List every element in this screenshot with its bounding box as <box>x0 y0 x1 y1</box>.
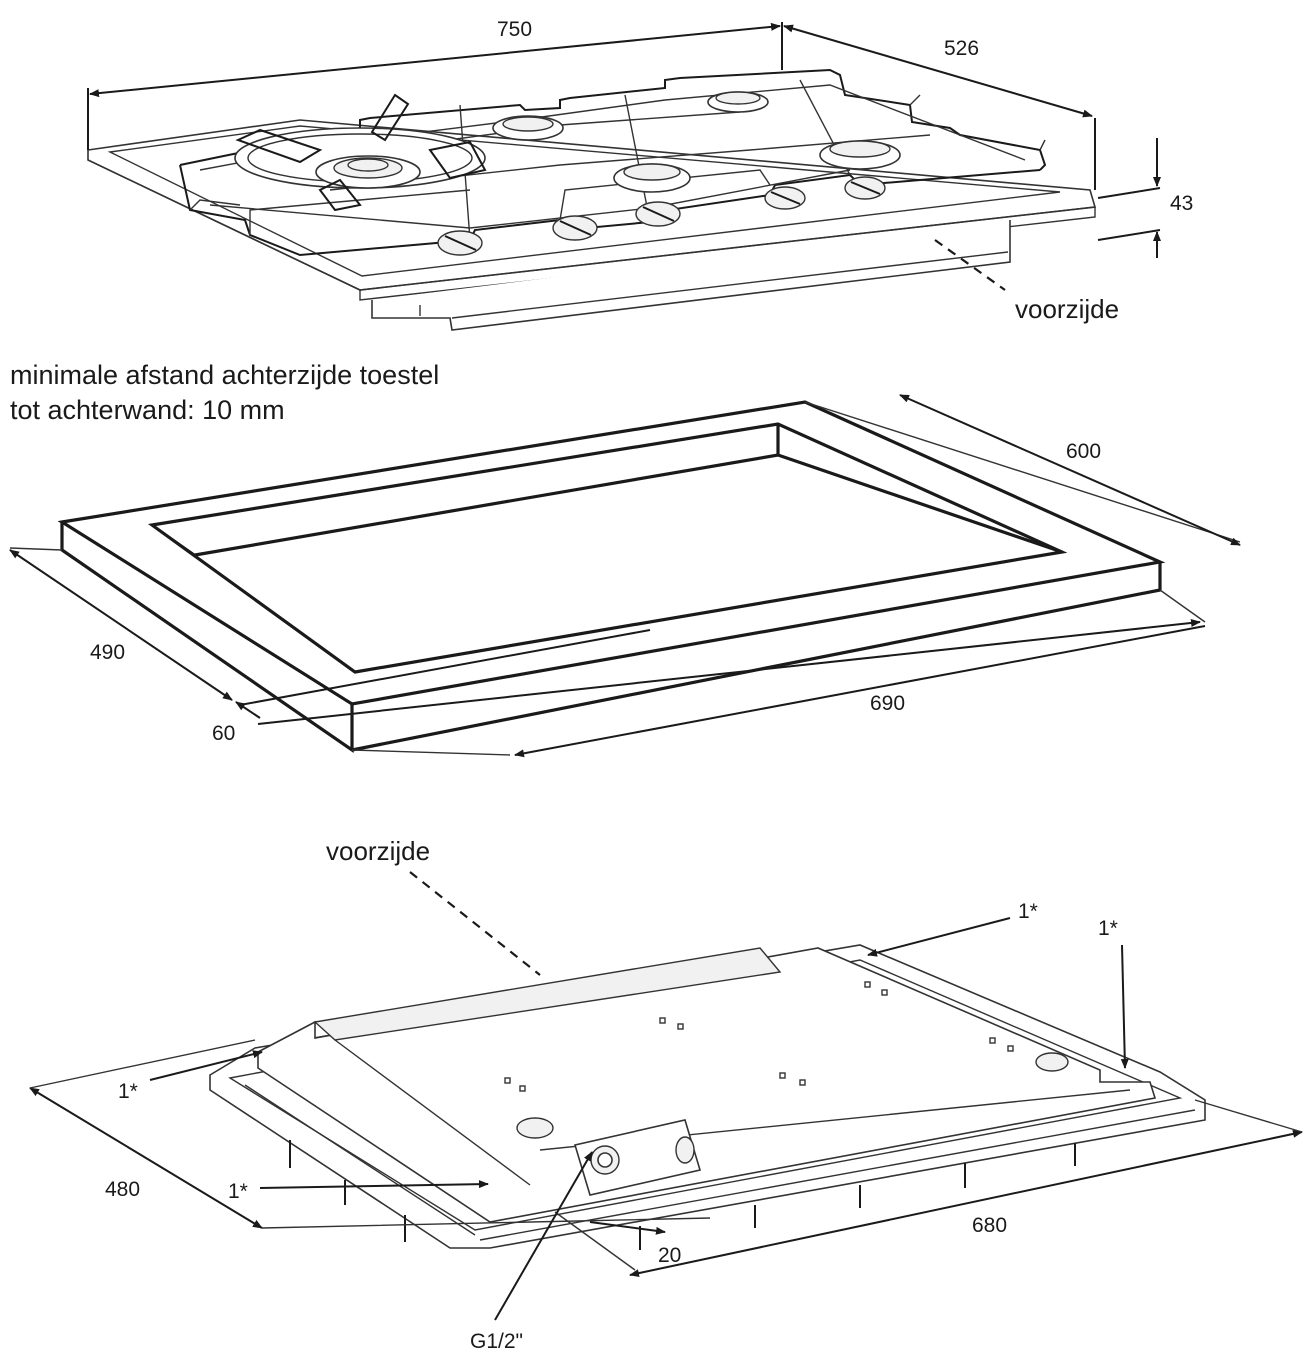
fixing-label-2: 1* <box>1098 917 1118 940</box>
hob-height-label: 43 <box>1170 192 1193 215</box>
control-knobs <box>437 176 886 256</box>
cutout-depth-label: 600 <box>1066 440 1101 463</box>
wok-burner <box>234 93 487 212</box>
hob-drawing: 750 526 43 voorzijde <box>87 18 1193 331</box>
underside-front-label: voorzijde <box>326 836 430 866</box>
underside-depth-label: 480 <box>105 1178 140 1201</box>
underside-length-label: 680 <box>972 1214 1007 1237</box>
hob-dimensions <box>87 22 1161 291</box>
clearance-note-line1: minimale afstand achterzijde toestel <box>10 360 439 390</box>
cutout-dimensions <box>9 394 1241 758</box>
cutout-drawing: 600 490 60 690 <box>9 394 1241 758</box>
cutout-inner-depth-label: 490 <box>90 641 125 664</box>
clearance-note-line2: tot achterwand: 10 mm <box>10 395 285 425</box>
hob-width-label: 750 <box>497 18 532 41</box>
gas-connection-label: G1/2" <box>470 1330 523 1353</box>
fixing-label-3: 1* <box>118 1080 138 1103</box>
cutout-length-label: 690 <box>870 692 905 715</box>
underside-drawing: voorzijde 1* 1* 1* 1* 480 680 20 G1/2" <box>29 836 1303 1353</box>
gas-offset-label: 20 <box>658 1244 681 1267</box>
fixing-label-1: 1* <box>1018 900 1038 923</box>
fixing-label-4: 1* <box>228 1180 248 1203</box>
mounting-holes <box>504 981 1014 1092</box>
hob-front-label: voorzijde <box>1015 294 1119 324</box>
underside-dimensions <box>29 871 1303 1321</box>
cutout-offset-label: 60 <box>212 722 235 745</box>
hob-depth-label: 526 <box>944 37 979 60</box>
